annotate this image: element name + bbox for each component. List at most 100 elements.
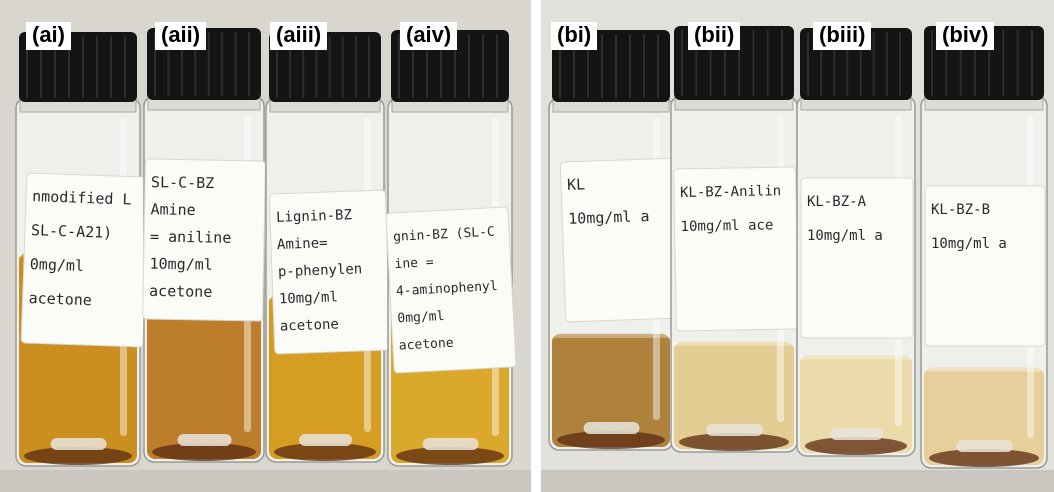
cap-ridge	[781, 30, 783, 96]
vial-label-bi: (bi)	[551, 22, 598, 50]
cap-ridge	[959, 30, 962, 96]
cap-ridge	[440, 34, 442, 98]
label-handwriting-line: p-phenylen	[278, 261, 363, 280]
panel-a: nmodified L SL-C-A21) 0mg/ml acetone SL-C-BZ…	[0, 0, 531, 492]
cap-ridge	[846, 32, 849, 96]
cap-ridge	[766, 30, 769, 96]
label-handwriting-line: 10mg/ml a	[807, 228, 883, 244]
cap-ridge	[1031, 30, 1033, 96]
label-handwriting-line: acetone	[280, 317, 340, 335]
cap-ridge	[723, 30, 726, 96]
stir-bar	[583, 422, 640, 434]
stir-bar	[830, 428, 884, 440]
stir-bar	[177, 434, 232, 446]
label-handwriting-line: acetone	[28, 289, 92, 309]
paper-label: nmodified L SL-C-A21) 0mg/ml acetone	[20, 172, 150, 348]
cap-ridge	[945, 30, 948, 96]
liquid	[800, 355, 912, 453]
sediment	[24, 447, 132, 465]
meniscus	[674, 341, 794, 346]
cap-ridge	[26, 36, 28, 98]
label-paper	[800, 177, 914, 339]
liquid	[552, 333, 670, 447]
cap-ridge	[496, 34, 498, 98]
cap-ridge	[657, 34, 659, 98]
cap-ridge	[468, 34, 470, 98]
label-handwriting-line: SL-C-BZ	[151, 173, 215, 192]
label-handwriting-line: gnin-BZ (SL-C	[393, 225, 495, 245]
label-handwriting-line: Amine=	[277, 235, 328, 253]
sediment	[152, 443, 256, 461]
cap-ridge	[1016, 30, 1019, 96]
cap-ridge	[752, 30, 755, 96]
cap-ridge	[154, 32, 156, 96]
cap-ridge	[1002, 30, 1005, 96]
cap-ridge	[573, 34, 575, 98]
cap-ridge	[587, 34, 589, 98]
cap-ridge	[709, 30, 712, 96]
cap-ridge	[398, 34, 400, 98]
label-paper	[142, 158, 266, 322]
cap-ridge	[681, 30, 683, 96]
label-paper	[385, 206, 517, 374]
label-handwriting-line: 10mg/ml	[149, 255, 213, 274]
cap-ridge	[315, 36, 318, 98]
stir-bar	[706, 424, 763, 436]
vial-label-bii: (bii)	[688, 22, 741, 50]
stir-bar	[422, 438, 479, 450]
cap-ridge	[110, 36, 112, 98]
cap-ridge	[643, 34, 645, 98]
label-handwriting-line: 0mg/ml	[30, 255, 85, 275]
label-handwriting-line: acetone	[398, 336, 454, 354]
cap-ridge	[412, 34, 414, 98]
cap-ridge	[559, 34, 561, 98]
bench-surface	[541, 470, 1054, 492]
cap-ridge	[302, 36, 305, 98]
cap-ridge	[40, 36, 42, 98]
vial-a1: nmodified L SL-C-A21) 0mg/ml acetone	[15, 32, 150, 467]
label-handwriting-line: nmodified L	[32, 187, 132, 208]
label-handwriting-line: 10mg/ml	[279, 289, 339, 307]
sediment	[557, 431, 665, 449]
label-handwriting-line: KL-BZ-Anilin	[680, 183, 781, 201]
cap-ridge	[368, 36, 370, 98]
stir-bar	[299, 434, 353, 446]
meniscus	[924, 367, 1044, 372]
paper-label: KL-BZ-Anilin 10mg/ml ace	[673, 166, 799, 332]
cap-ridge	[54, 36, 56, 98]
label-handwriting-line: Amine	[150, 200, 195, 219]
sediment	[805, 437, 907, 455]
cap-ridge	[96, 36, 98, 98]
cap-ridge	[899, 32, 901, 96]
cap-ridge	[885, 32, 888, 96]
cap-ridge	[695, 30, 698, 96]
cap-ridge	[180, 32, 183, 96]
cap-ridge	[167, 32, 170, 96]
label-handwriting-line: 10mg/ml ace	[680, 217, 773, 235]
cap-ridge	[738, 30, 741, 96]
cap-ridge	[194, 32, 197, 96]
stir-bar	[50, 438, 107, 450]
cap-ridge	[248, 32, 250, 96]
label-handwriting-line: ine =	[394, 255, 434, 272]
label-handwriting-line: 10mg/ml a	[931, 236, 1007, 252]
label-handwriting-line: SL-C-A21)	[31, 221, 113, 242]
label-handwriting-line: 0mg/ml	[397, 309, 445, 326]
panel-a-photo: nmodified L SL-C-A21) 0mg/ml acetone SL-C-BZ…	[0, 0, 531, 492]
sediment	[679, 433, 789, 451]
cap-ridge	[289, 36, 292, 98]
cap-ridge	[872, 32, 875, 96]
cap-ridge	[234, 32, 237, 96]
cap-ridge	[833, 32, 836, 96]
